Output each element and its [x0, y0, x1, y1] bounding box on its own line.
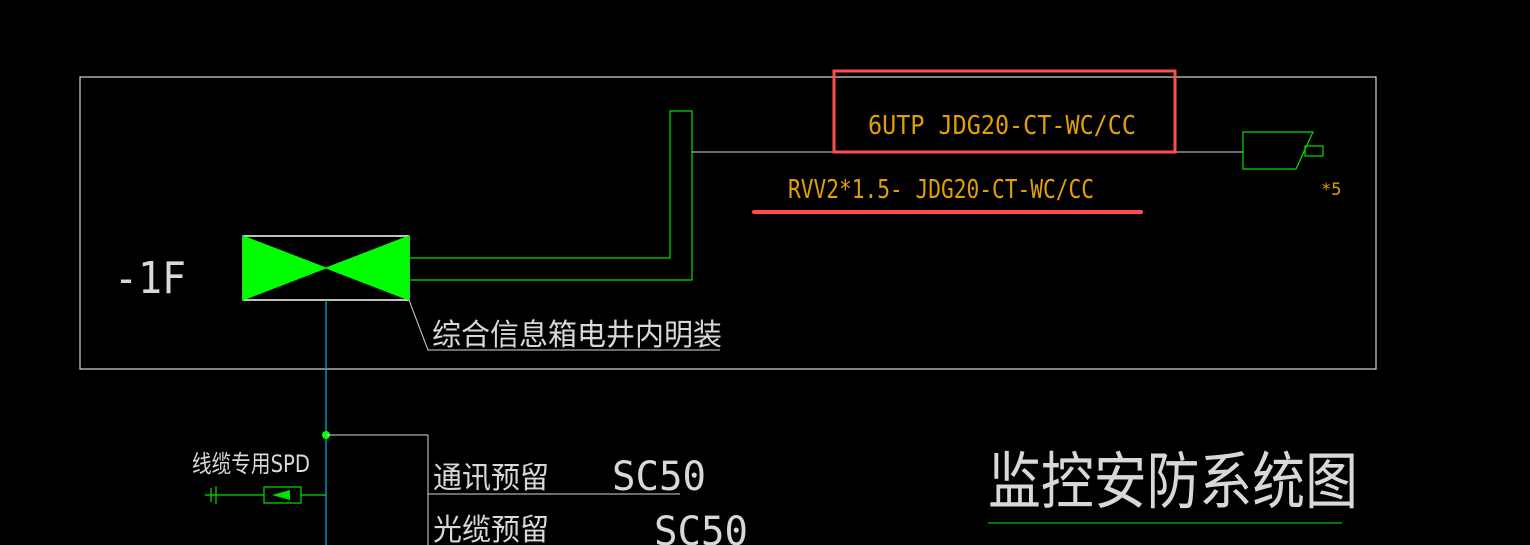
branch-label-1: 通讯预留: [433, 461, 549, 496]
cable-label-bottom: RVV2*1.5- JDG20-CT-WC/CC: [788, 175, 1094, 205]
highlight-box: [832, 69, 1177, 154]
floor-frame: [79, 76, 1377, 370]
conduit-lines: [409, 110, 693, 281]
note-leader-line: [408, 299, 720, 351]
diagram-title: 监控安防系统图: [988, 445, 1358, 518]
floor-label: -1F: [114, 253, 186, 304]
box-note: 综合信息箱电井内明装: [432, 318, 722, 353]
spd-label: 线缆专用SPD: [192, 450, 310, 478]
spd-icon: [205, 486, 326, 504]
branch-spec-2: SC50: [654, 509, 748, 545]
camera-icon: [1242, 131, 1324, 170]
branch-lines: [326, 434, 680, 545]
branch-label-2: 光缆预留: [433, 513, 549, 545]
camera-count: *5: [1321, 180, 1341, 200]
branch-spec-1: SC50: [612, 454, 706, 500]
cable-label-top: 6UTP JDG20-CT-WC/CC: [868, 111, 1136, 141]
info-box-symbol: [242, 235, 410, 301]
